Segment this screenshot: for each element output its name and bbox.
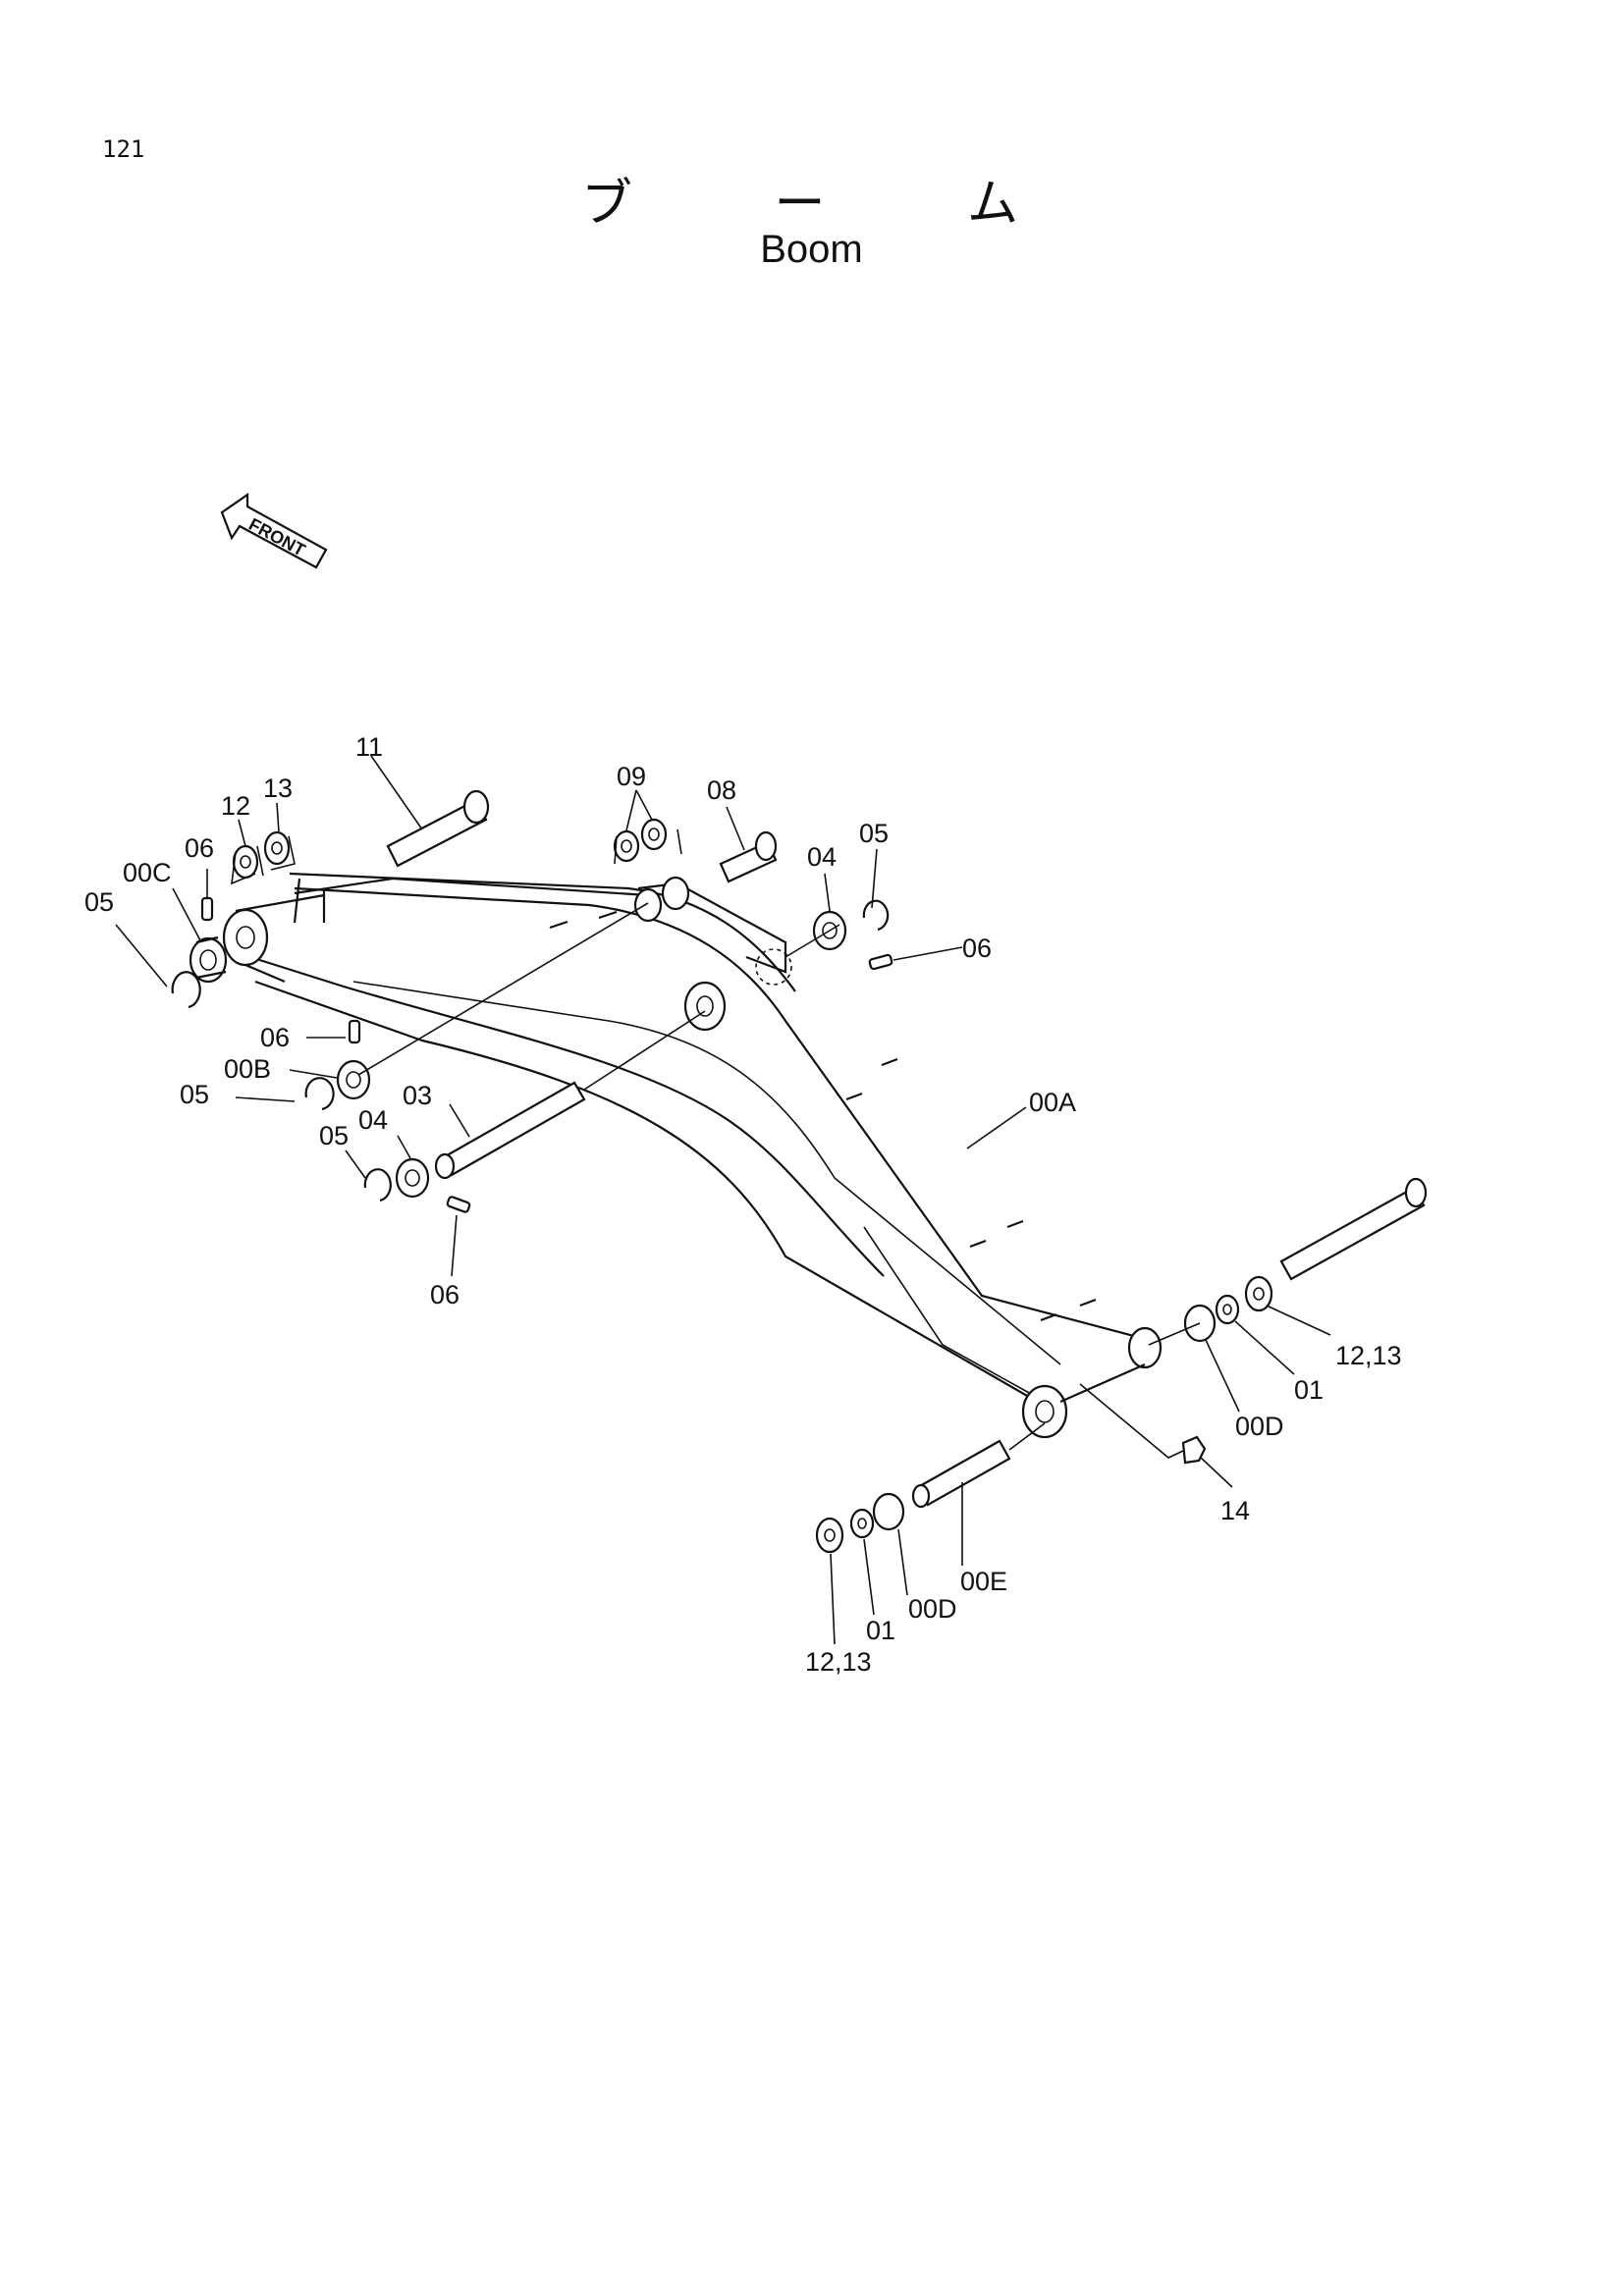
part-pin-03 [434, 1081, 586, 1180]
callout-00c: 00C [123, 858, 172, 887]
callout-04: 04 [358, 1105, 388, 1135]
callout-00b: 00B [224, 1054, 271, 1084]
callout-05: 05 [84, 887, 114, 917]
callout-12: 12 [221, 791, 250, 821]
callout-09: 09 [617, 762, 646, 791]
part-pin-06c [348, 1019, 361, 1044]
front-arrow-icon: FRONT [220, 492, 328, 569]
title-japanese: ブ ー ム [580, 175, 1082, 234]
page-number: 121 [102, 135, 145, 163]
part-bushing-00b [336, 1059, 371, 1100]
part-bushing-00c [189, 935, 228, 984]
callout-11: 11 [355, 732, 383, 762]
callout-00e: 00E [960, 1567, 1007, 1596]
assembly-centerlines [357, 902, 1201, 1459]
part-shim-13 [263, 830, 296, 871]
callout-06: 06 [260, 1023, 290, 1052]
callout-labels: 11 12 13 06 00C 05 09 08 04 05 06 06 00B… [84, 732, 1402, 1677]
callout-00d: 00D [908, 1594, 957, 1624]
front-arrow-label: FRONT [245, 514, 308, 561]
part-ring-05a [171, 971, 201, 1009]
part-washer-01a [1215, 1294, 1240, 1325]
callout-03: 03 [403, 1081, 432, 1110]
part-pin-06a [200, 896, 214, 922]
leader-lines [115, 755, 1331, 1645]
callout-00d: 00D [1235, 1412, 1284, 1441]
part-washer-01b [849, 1508, 875, 1539]
callout-00a: 00A [1029, 1088, 1076, 1117]
part-pin-08 [719, 830, 778, 883]
part-ring-05d [363, 1168, 392, 1202]
part-ring-05b [862, 899, 889, 932]
callout-08: 08 [707, 775, 736, 805]
callout-13: 13 [263, 774, 293, 803]
part-pin-06d [446, 1196, 471, 1213]
boom-body [222, 872, 1163, 1439]
callout-06: 06 [430, 1280, 460, 1309]
callout-04: 04 [807, 842, 837, 872]
part-shim-12 [231, 844, 264, 885]
part-pin-right [1279, 1177, 1428, 1281]
part-pin-06b [868, 953, 893, 971]
callout-01: 01 [866, 1616, 895, 1645]
part-pin-11 [386, 789, 490, 868]
callout-05: 05 [319, 1121, 349, 1150]
callout-01: 01 [1294, 1375, 1324, 1405]
callout-14: 14 [1220, 1496, 1250, 1525]
part-ring-05c [304, 1077, 335, 1111]
part-pin-00e [911, 1439, 1011, 1509]
part-bushing-00d-b [872, 1492, 905, 1531]
part-washers-09 [613, 818, 682, 865]
part-shim-1213a [1244, 1275, 1273, 1312]
callout-05: 05 [859, 819, 889, 848]
callout-06: 06 [185, 833, 214, 863]
callout-06: 06 [962, 934, 992, 963]
callout-12-13: 12,13 [805, 1647, 872, 1677]
title-english: Boom [760, 228, 863, 271]
part-grease-14 [1181, 1435, 1207, 1465]
part-shim-1213b [815, 1517, 844, 1554]
callout-05: 05 [180, 1080, 209, 1109]
callout-12-13: 12,13 [1335, 1341, 1402, 1370]
part-bushing-04b [395, 1157, 430, 1199]
